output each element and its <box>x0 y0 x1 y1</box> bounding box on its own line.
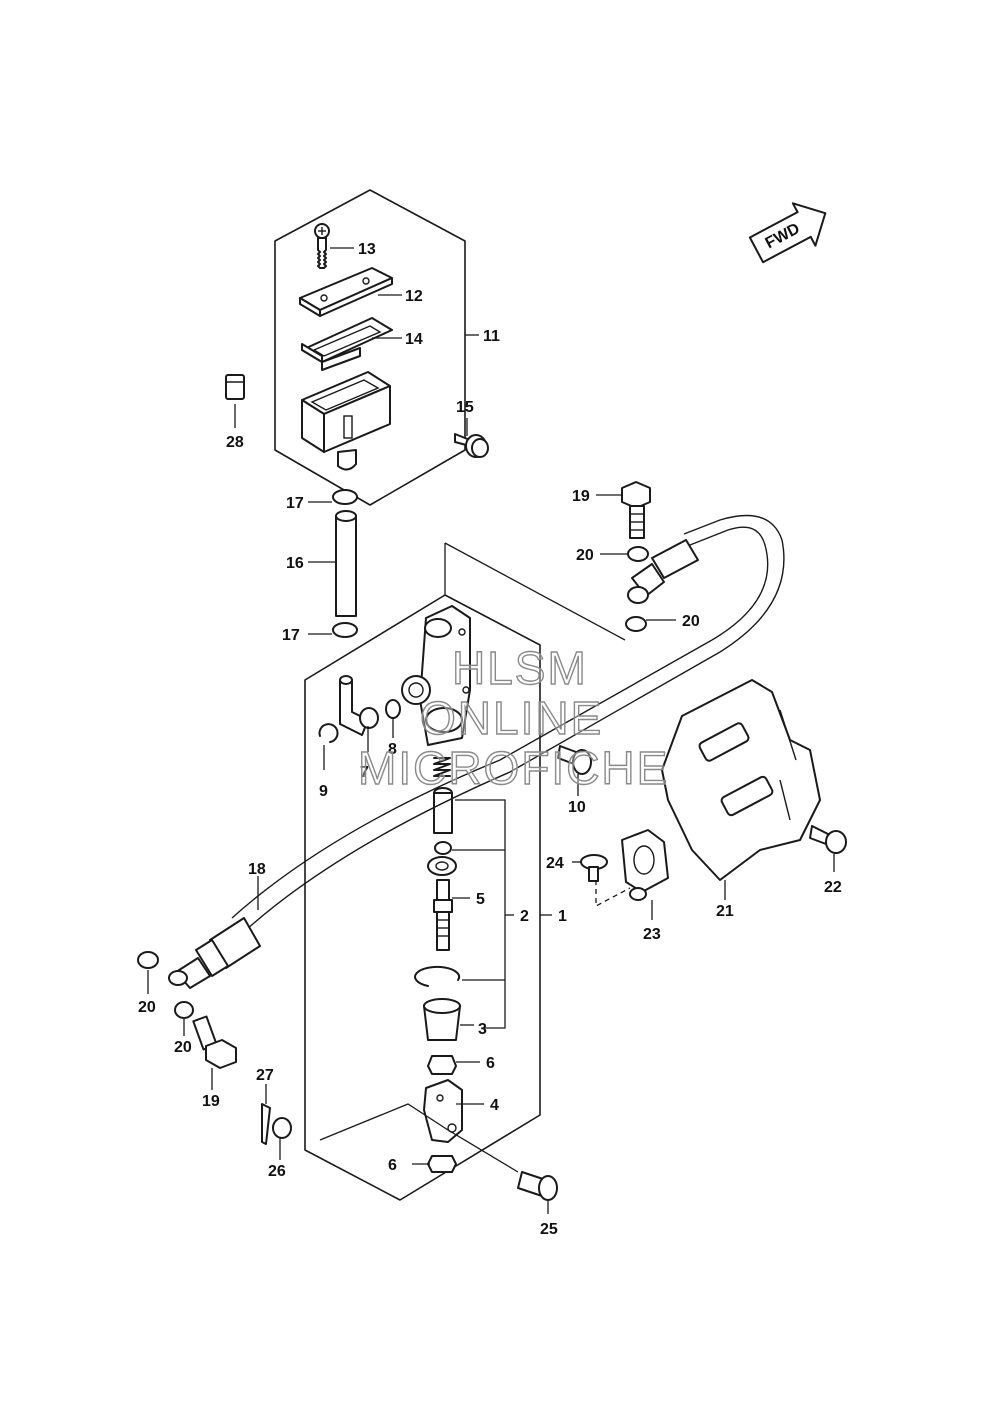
callout-6-bottom: 6 <box>388 1157 397 1174</box>
inlet-elbow-part <box>339 675 379 736</box>
hose-clamp-top-part <box>332 489 358 505</box>
callout-20-d: 20 <box>174 1039 192 1056</box>
reservoir-diaphragm-part <box>301 317 393 371</box>
reservoir-hose-part <box>335 510 357 617</box>
bracket-screw-part <box>580 854 608 882</box>
brake-hose-part <box>168 514 785 989</box>
callout-19-top: 19 <box>572 488 590 505</box>
callout-14: 14 <box>405 331 423 348</box>
callout-17-top: 17 <box>286 495 304 512</box>
callout-23: 23 <box>643 926 661 943</box>
callout-7: 7 <box>360 764 369 781</box>
sealing-washer-a-part <box>627 546 649 562</box>
callout-20-c: 20 <box>138 999 156 1016</box>
callout-2: 2 <box>520 908 529 925</box>
banjo-bolt-top-part <box>621 481 651 539</box>
reservoir-screw-part <box>314 223 330 269</box>
hose-clamp-bottom-part <box>332 622 358 638</box>
callout-1: 1 <box>558 908 567 925</box>
callout-17-bottom: 17 <box>282 627 300 644</box>
callout-15: 15 <box>456 399 474 416</box>
mounting-screw-part <box>557 745 592 775</box>
callout-19-bottom: 19 <box>202 1093 220 1110</box>
watermark-line-2: ONLINE <box>420 692 603 744</box>
clip-part <box>225 374 245 400</box>
callout-12: 12 <box>405 288 423 305</box>
callout-4: 4 <box>490 1097 499 1114</box>
callout-18: 18 <box>248 861 266 878</box>
piston-assembly-part <box>427 787 457 876</box>
hose-guide-line-2 <box>444 542 626 641</box>
callout-11: 11 <box>483 328 500 345</box>
piston-spring-part <box>433 757 451 777</box>
callout-8: 8 <box>388 741 397 758</box>
sealing-washer-d-part <box>174 1001 194 1019</box>
callout-10: 10 <box>568 799 586 816</box>
leader-lines <box>147 247 835 1214</box>
washer-part <box>272 1117 292 1139</box>
watermark-line-3: MICROFICHE <box>358 742 669 794</box>
reservoir-body-part <box>301 371 391 471</box>
pushrod-part <box>433 879 453 951</box>
reservoir-bolt-part <box>454 433 489 458</box>
reservoir-kit-outline <box>274 189 466 506</box>
callout-16: 16 <box>286 555 304 572</box>
callout-28: 28 <box>226 434 244 451</box>
guard-part <box>661 679 821 881</box>
locknut-bottom-part <box>427 1155 457 1173</box>
clevis-part <box>423 1079 463 1143</box>
callout-labels: 1 2 3 4 5 6 6 7 8 9 10 11 12 13 14 15 16… <box>138 241 842 1238</box>
watermark: HLSM ONLINE MICROFICHE <box>357 641 669 794</box>
callout-25: 25 <box>540 1221 558 1238</box>
watermark-line-1: HLSM <box>452 642 588 694</box>
hose-bracket-part <box>621 829 669 901</box>
callout-21: 21 <box>716 903 734 920</box>
callout-27: 27 <box>256 1067 274 1084</box>
sealing-washer-c-part <box>137 951 159 969</box>
cotter-pin-part <box>261 1103 271 1145</box>
boot-part <box>423 998 461 1041</box>
clevis-pin-part <box>517 1171 558 1201</box>
callout-20-b: 20 <box>682 613 700 630</box>
inlet-circlip-part <box>318 723 339 743</box>
o-ring-part <box>385 699 401 719</box>
callout-9: 9 <box>319 783 328 800</box>
guard-bolt-part <box>809 825 847 854</box>
piston-circlip-part <box>414 965 461 987</box>
callout-22: 22 <box>824 879 842 896</box>
master-cylinder-body-part <box>401 605 471 746</box>
banjo-bolt-bottom-part <box>192 1015 237 1069</box>
callout-3: 3 <box>478 1021 487 1038</box>
callout-13: 13 <box>358 241 376 258</box>
callout-24: 24 <box>546 855 564 872</box>
callout-5: 5 <box>476 891 485 908</box>
callout-26: 26 <box>268 1163 286 1180</box>
fwd-direction-arrow <box>748 202 827 264</box>
reservoir-cap-part <box>299 267 393 317</box>
callout-20-a: 20 <box>576 547 594 564</box>
callout-6-top: 6 <box>486 1055 495 1072</box>
sealing-washer-b-part <box>625 616 647 632</box>
locknut-top-part <box>427 1055 457 1075</box>
